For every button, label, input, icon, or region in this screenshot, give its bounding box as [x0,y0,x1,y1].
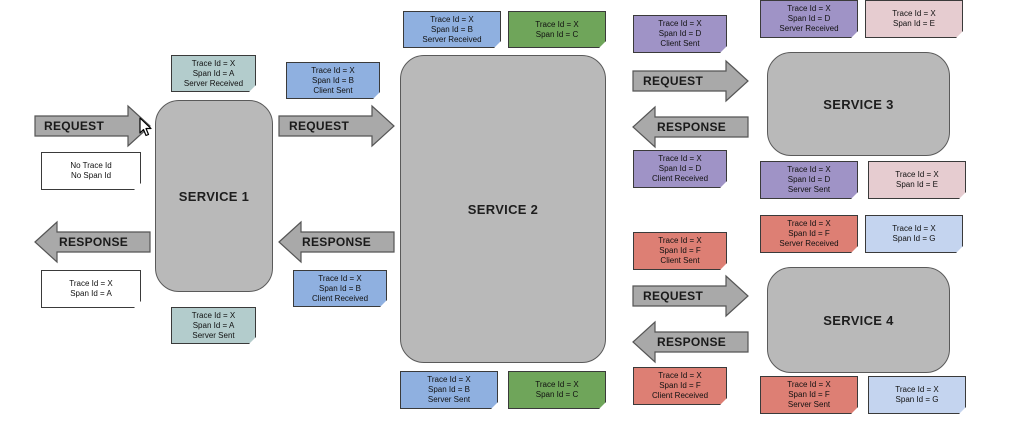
request-label: REQUEST [643,74,704,88]
note-s3-server-received: Trace Id = X Span Id = D Server Received [760,0,858,38]
note-s2-server-sent: Trace Id = X Span Id = B Server Sent [400,371,498,409]
note-s3-client-sent: Trace Id = X Span Id = D Client Sent [633,15,727,53]
service-3-label: SERVICE 3 [823,96,894,112]
note-s1-server-sent: Trace Id = X Span Id = A Server Sent [171,307,256,344]
note-s4-client-received: Trace Id = X Span Id = F Client Received [633,367,727,405]
service-2-label: SERVICE 2 [467,201,539,217]
response-label: RESPONSE [59,235,129,249]
service-4-box: SERVICE 4 [767,267,950,373]
response-arrow-from-service-2: RESPONSE [278,220,395,264]
request-arrow-to-service-3: REQUEST [632,59,749,103]
note-s2-server-received: Trace Id = X Span Id = B Server Received [403,11,501,48]
note-s4-server-sent: Trace Id = X Span Id = F Server Sent [760,376,858,414]
service-4-label: SERVICE 4 [823,312,894,328]
service-1-box: SERVICE 1 [155,100,273,292]
request-label: REQUEST [44,119,105,133]
note-s3-server-sent: Trace Id = X Span Id = D Server Sent [760,161,858,199]
note-s4-span-g-bottom: Trace Id = X Span Id = G [868,376,966,414]
request-label: REQUEST [289,119,350,133]
note-s3-client-received: Trace Id = X Span Id = D Client Received [633,150,727,188]
note-s2-client-received: Trace Id = X Span Id = B Client Received [293,270,387,307]
response-arrow-from-service-4: RESPONSE [632,320,749,364]
response-arrow-from-service-1: RESPONSE [34,220,151,264]
response-label: RESPONSE [657,120,727,134]
note-s1-response: Trace Id = X Span Id = A [41,270,141,308]
request-arrow-to-service-2: REQUEST [278,104,395,148]
service-3-box: SERVICE 3 [767,52,950,156]
service-2-box: SERVICE 2 [400,55,606,363]
note-s2-span-c-bottom: Trace Id = X Span Id = C [508,371,606,409]
request-arrow-to-service-1: REQUEST [34,104,151,148]
note-s4-server-received: Trace Id = X Span Id = F Server Received [760,215,858,253]
mouse-pointer-icon [139,117,153,142]
note-no-trace: No Trace Id No Span Id [41,152,141,190]
response-label: RESPONSE [657,335,727,349]
response-label: RESPONSE [302,235,372,249]
note-s2-span-c-top: Trace Id = X Span Id = C [508,11,606,48]
response-arrow-from-service-3: RESPONSE [632,105,749,149]
note-s1-server-received: Trace Id = X Span Id = A Server Received [171,55,256,92]
service-1-label: SERVICE 1 [178,188,250,204]
note-s3-span-e-top: Trace Id = X Span Id = E [865,0,963,38]
request-label: REQUEST [643,289,704,303]
note-s4-span-g-top: Trace Id = X Span Id = G [865,215,963,253]
note-s2-client-sent: Trace Id = X Span Id = B Client Sent [286,62,380,99]
request-arrow-to-service-4: REQUEST [632,274,749,318]
note-s3-span-e-bottom: Trace Id = X Span Id = E [868,161,966,199]
note-s4-client-sent: Trace Id = X Span Id = F Client Sent [633,232,727,270]
